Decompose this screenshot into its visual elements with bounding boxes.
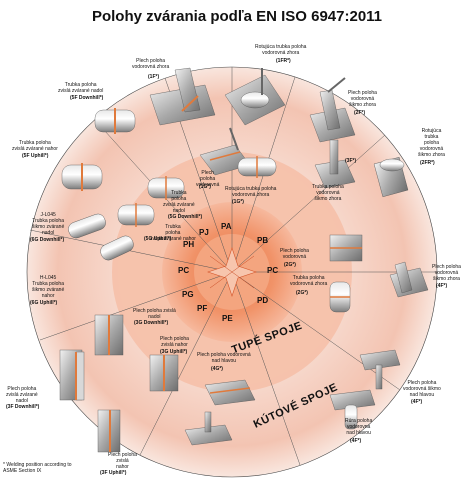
plate-2G-icon (329, 234, 363, 262)
plate-4G-bottom-icon (184, 411, 233, 446)
code-2G-plate: (2G*) (284, 262, 296, 268)
plate-4G-icon (204, 379, 256, 406)
position-PB: PB (257, 236, 269, 245)
code-2F: (2F*) (354, 110, 366, 116)
code-5F-downhill: (5F Downhill*) (70, 95, 104, 101)
label-4F-tube: Rúra poloha vodorovná nad hlavou (345, 418, 373, 436)
code-4F-overhead: (4F*) (411, 399, 423, 405)
label-3G-downhill: Plech poloha zvislá nadol (133, 308, 176, 320)
label-5G-downhill: Trubka poloha zvislá zvárané nadol (163, 190, 195, 214)
plate-3G-uphill-icon (149, 354, 179, 392)
code-3G-uphill: (3G Uphill*) (160, 349, 188, 355)
page-title: Polohy zvárania podľa EN ISO 6947:2011 (91, 8, 383, 25)
code-6G-downhill: (6G Downhill*) (30, 237, 65, 243)
plate-3F-icon (314, 139, 356, 189)
plate-3F-uphill-icon (97, 409, 121, 453)
label-3F-uphill: Plech poloha zvislá nahor (108, 452, 137, 470)
position-PE: PE (222, 314, 233, 323)
code-2FR: (2FR*) (420, 160, 435, 166)
plate-4F-corner-icon (389, 261, 429, 298)
position-PA: PA (221, 222, 232, 231)
tube-4F-overhead-icon (329, 389, 376, 430)
code-1F: (1F*) (148, 74, 160, 80)
code-1G-tube: (1G*) (232, 199, 244, 205)
label-5G-uphill: Trubka poloha zvislá zvárané nahor (150, 224, 196, 242)
plate-1F-icon (149, 67, 216, 126)
label-1F: Plech poloha vodorovná zhora (132, 58, 170, 70)
rotating-tube-1FR-icon (224, 68, 286, 126)
label-4F-corner: Plech poloha vodorovná šikmo zhora (432, 264, 461, 282)
code-4F-tube: (4F*) (350, 438, 362, 444)
code-5G-downhill: (5G Downhill*) (168, 214, 203, 220)
position-PG: PG (182, 290, 194, 299)
plate-4F-overhead-icon (359, 349, 401, 390)
label-6G-uphill: H-L045 Trubka poloha šikmo zvárané nahor (32, 275, 65, 299)
tube-6G-uphill-icon (100, 235, 134, 261)
tube-5G-downhill-icon (147, 176, 185, 200)
plate-3G-downhill-icon (94, 314, 124, 356)
tube-6G-downhill-icon (68, 213, 106, 239)
rotating-tube-2FR-icon (373, 156, 409, 198)
code-5F-uphill: (5F Uphill*) (22, 153, 49, 159)
footnote: * Welding position according to ASME Sec… (3, 462, 72, 474)
position-PD: PD (257, 296, 269, 305)
label-2FR: Rotujúca trubka poloha vodorovná šikmo z… (418, 128, 445, 158)
label-1FR: Rotujúca trubka poloha vodorovná zhora (255, 44, 307, 56)
code-5G-uphill: (5G Uphill*) (144, 236, 172, 242)
position-PH: PH (183, 240, 195, 249)
label-4F-overhead: Plech poloha vodorovná šikmo nad hlavou (403, 380, 441, 398)
code-3F-uphill: (3F Uphill*) (100, 470, 127, 476)
plate-2F-icon (309, 77, 356, 143)
label-5F-downhill: Trubka poloha zvislá zvárané nadol (58, 82, 104, 94)
label-6G-downhill: J-L045 Trubka poloha šikmo zvárané nadol (32, 212, 65, 236)
label-3G-uphill: Plech poloha zvislá nahor (160, 336, 189, 348)
label-1G-tube: Rotujúca trubka poloha vodorovná zhora (225, 186, 277, 198)
label-3F-downhill: Plech poloha zvislá zvárané nadol (6, 386, 38, 404)
label-3F: Trubka poloha vodorovná šikmo zhora (312, 184, 344, 202)
tube-5F-uphill-icon (61, 163, 103, 191)
label-2G-plate: Plech poloha vodorovná (280, 248, 309, 260)
code-6G-uphill: (6G Uphill*) (30, 300, 58, 306)
label-4G: Plech poloha vodorovná nad hlavou (197, 352, 251, 364)
position-PC-right: PC (267, 266, 279, 275)
label-5F-uphill: Trubka poloha zvislá zvárané nahor (12, 140, 58, 152)
code-3F-downhill: (3F Downhill*) (6, 404, 40, 410)
plate-3F-downhill-icon (59, 349, 85, 401)
tube-5G-uphill-icon (117, 203, 155, 227)
position-PC-left: PC (178, 266, 190, 275)
code-3F: (3F*) (345, 158, 357, 164)
plate-1G-icon (199, 127, 251, 176)
label-2G-tube: Trubka poloha vodorovná zhora (290, 275, 328, 287)
label-2F: Plech poloha vodorovná šikmo zhora (348, 90, 377, 108)
label-1G-plate: Plech poloha vodorovná (196, 170, 220, 188)
code-1G-plate: (1G*) (199, 184, 211, 190)
tube-5F-downhill-icon (94, 108, 136, 134)
code-4G: (4G*) (211, 366, 223, 372)
code-1FR: (1FR*) (276, 58, 291, 64)
position-PF: PF (197, 304, 208, 313)
rotating-tube-1G-icon (237, 156, 277, 178)
code-2G-tube: (2G*) (296, 290, 308, 296)
tube-2G-icon (329, 281, 351, 313)
position-PJ: PJ (199, 228, 209, 237)
center-star-icon (207, 247, 257, 297)
code-4F-corner: (4F*) (436, 283, 448, 289)
code-3G-downhill: (3G Downhill*) (134, 320, 169, 326)
